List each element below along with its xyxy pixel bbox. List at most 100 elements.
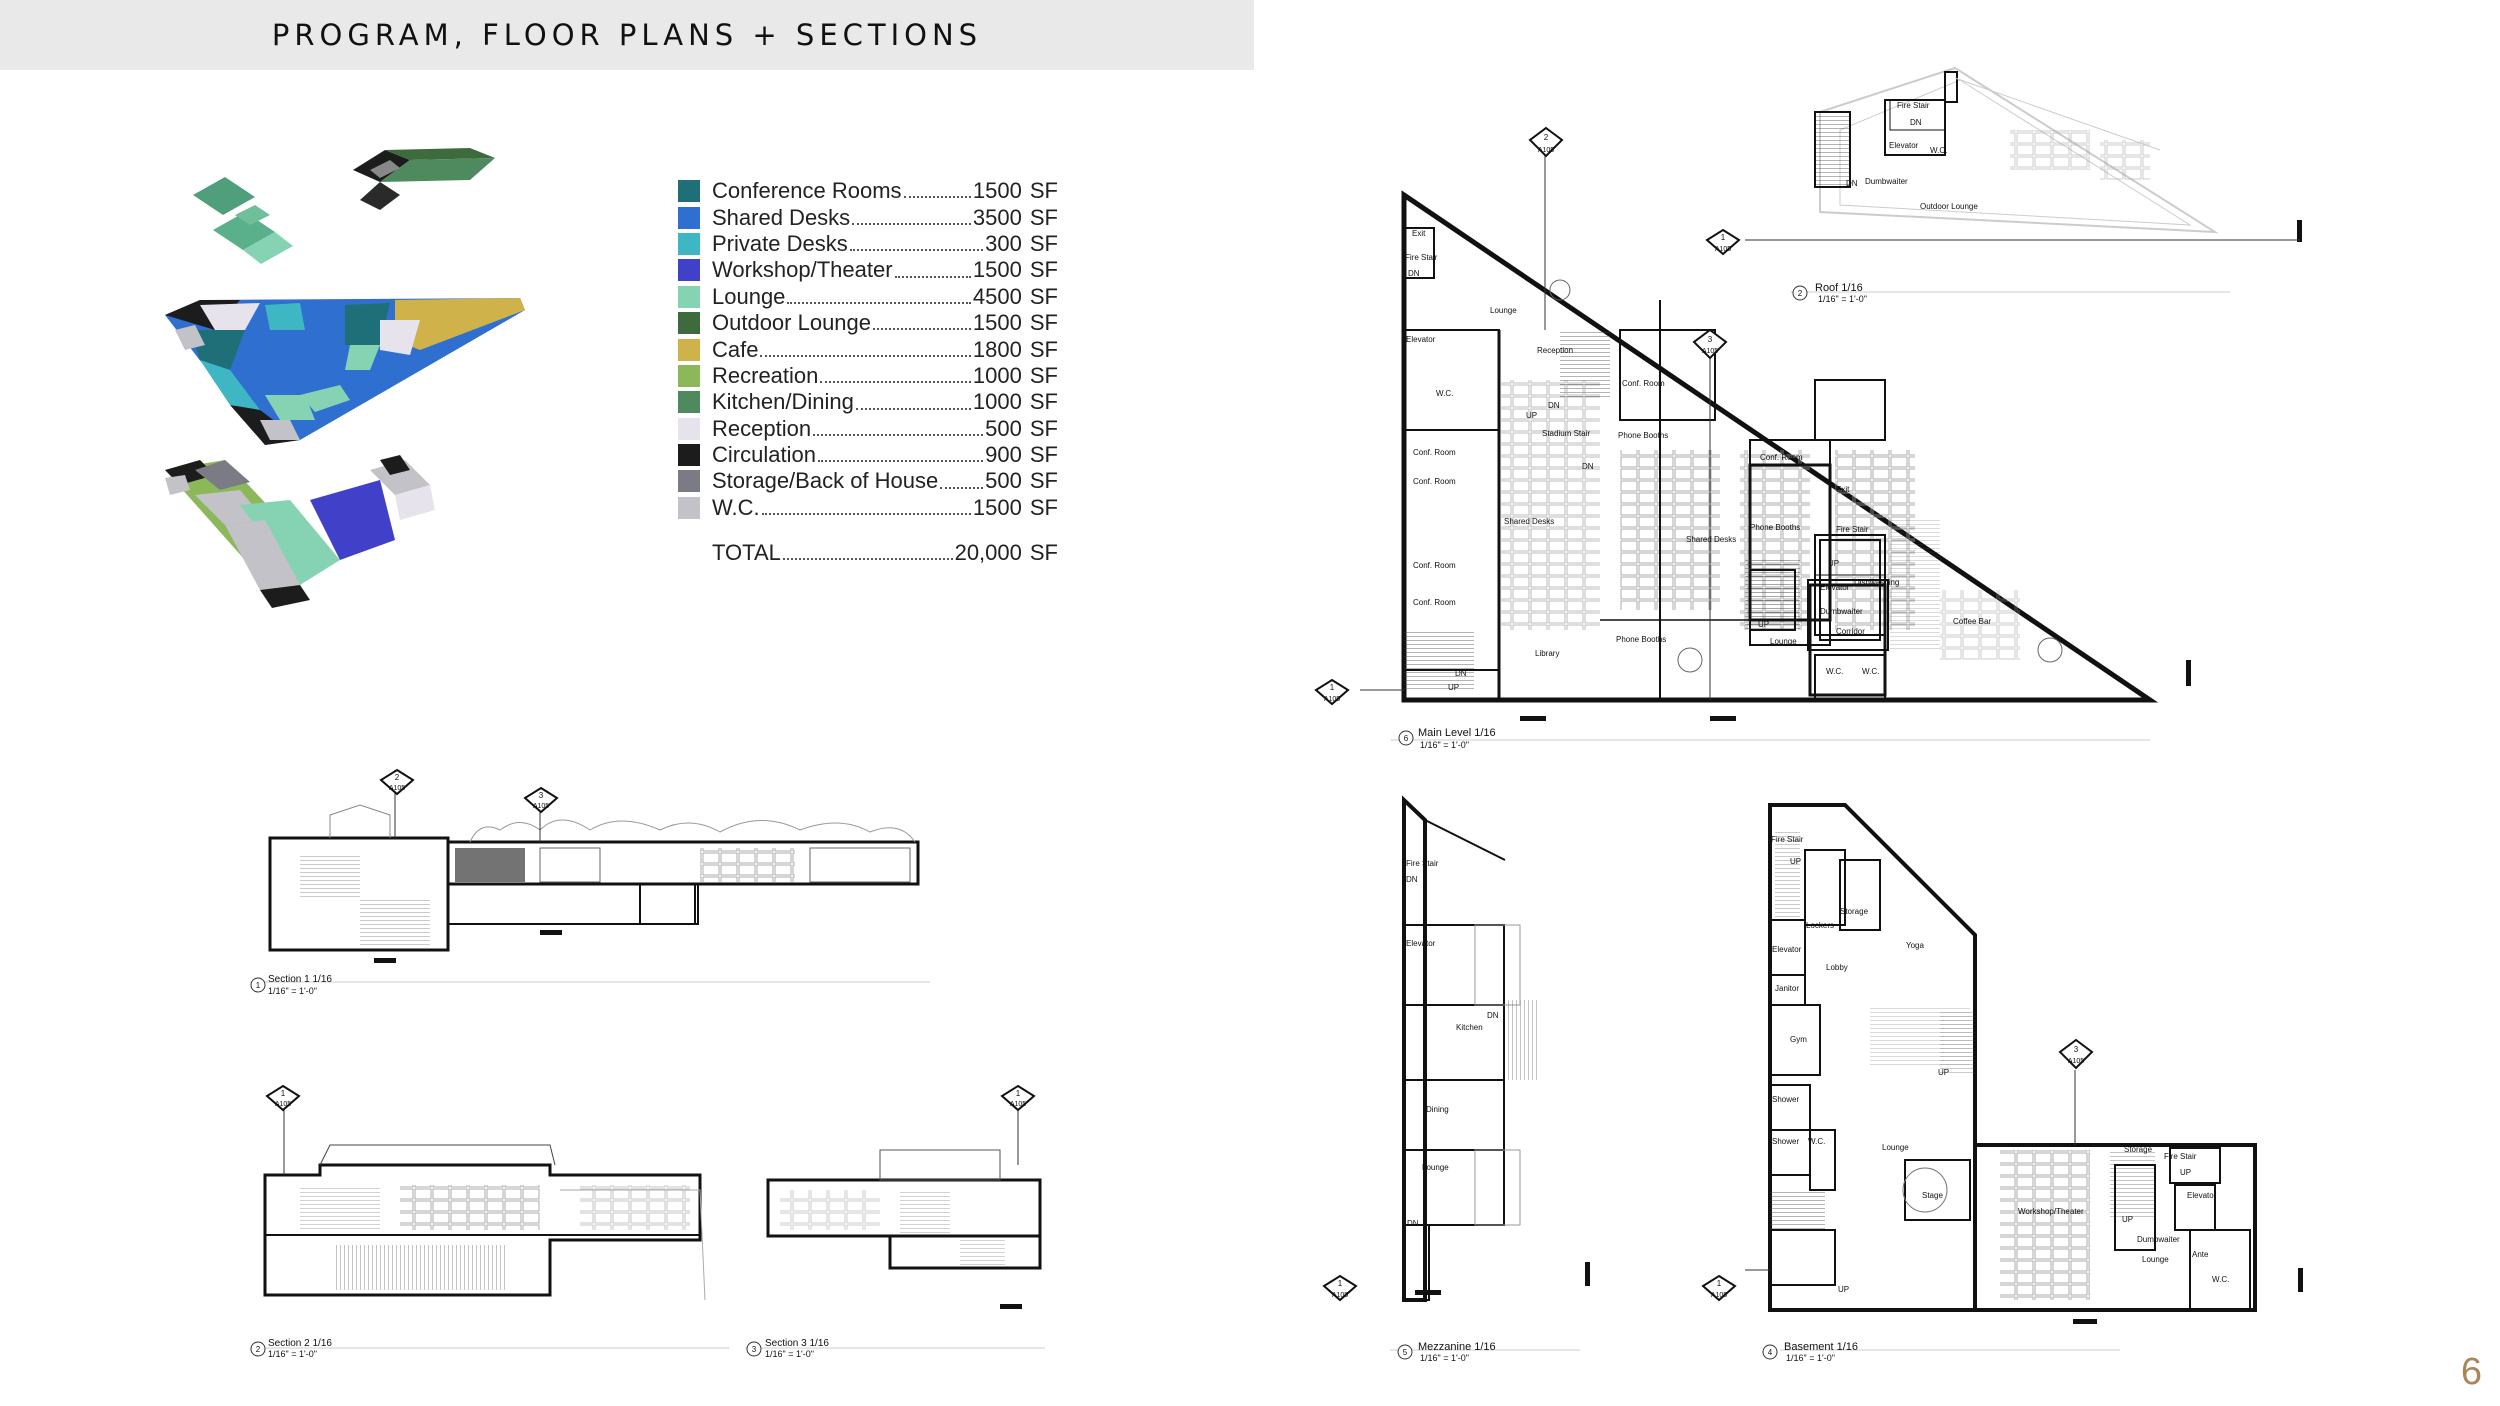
mezzanine-scale: 1/16" = 1'-0" xyxy=(1420,1353,1469,1363)
legend-label: Circulation xyxy=(712,442,816,468)
room-label: Lobby xyxy=(1826,963,1848,972)
room-label: Storage xyxy=(2124,1145,2153,1154)
marker-num: 3 xyxy=(2074,1045,2079,1054)
marker-num: 3 xyxy=(1708,335,1713,344)
marker-num: 1 xyxy=(1338,1279,1343,1288)
main-level-plan xyxy=(1360,140,2191,741)
room-label: Lounge xyxy=(1422,1163,1449,1172)
legend-swatch xyxy=(678,206,700,229)
roof-scale: 1/16" = 1'-0" xyxy=(1818,294,1867,304)
room-label: Conf. Room xyxy=(1413,477,1456,486)
room-label: UP xyxy=(1838,1285,1849,1294)
massing-main-level xyxy=(165,298,525,445)
room-label: Conf. Room xyxy=(1413,561,1456,570)
marker-sheet: A105 xyxy=(1715,246,1731,253)
room-label: Stadium Stair xyxy=(1542,429,1590,438)
room-label: UP xyxy=(2122,1215,2133,1224)
legend-unit: SF xyxy=(1029,336,1058,362)
leader-dots xyxy=(903,196,971,199)
drawing-number: 2 xyxy=(256,1345,261,1354)
program-total: TOTAL 20,000 SF xyxy=(678,540,1058,566)
leader-dots xyxy=(855,407,971,410)
page-number: 6 xyxy=(2460,1351,2482,1393)
room-label: Phone Booths xyxy=(1618,431,1668,440)
room-label: Dumbwaiter xyxy=(1820,607,1863,616)
legend-label: Private Desks xyxy=(712,230,848,256)
room-label: Shower xyxy=(1772,1095,1799,1104)
legend-label: Reception xyxy=(712,415,812,441)
room-label: UP xyxy=(1448,683,1459,692)
room-label: DN xyxy=(1455,669,1467,678)
room-label: Stage xyxy=(1922,1191,1943,1200)
legend-swatch xyxy=(678,259,700,282)
room-label: Outdoor Lounge xyxy=(1920,202,1978,211)
legend-label: W.C. xyxy=(712,494,760,520)
section-1-scale: 1/16" = 1'-0" xyxy=(268,986,317,996)
marker-num: 1 xyxy=(1717,1279,1722,1288)
legend-label: Outdoor Lounge xyxy=(712,310,872,336)
title-bar xyxy=(0,0,1254,70)
legend-value: 1500 xyxy=(972,310,1022,336)
total-unit: SF xyxy=(1029,540,1058,566)
legend-unit: SF xyxy=(1029,310,1058,336)
room-label: Coffee Bar xyxy=(1953,617,1991,626)
room-label: Dumbwaiter xyxy=(1865,177,1908,186)
legend-row: Outdoor Lounge 1500 SF xyxy=(678,310,1058,336)
legend-value: 300 xyxy=(985,230,1022,256)
room-label: Phone Booths xyxy=(1750,523,1800,532)
legend-value: 500 xyxy=(985,468,1022,494)
drawing-number: 2 xyxy=(1798,289,1803,298)
room-label: Fire Stair xyxy=(1405,253,1438,262)
room-label: DN xyxy=(1406,875,1418,884)
room-label: DN xyxy=(1487,1011,1499,1020)
drawing-labels: 2 A105 3 A105 1 A105 1 A105 2 A105 3 A10… xyxy=(256,101,2230,1363)
room-label: Kitchen xyxy=(1456,1023,1483,1032)
legend-label: Workshop/Theater xyxy=(712,257,893,283)
leader-dots xyxy=(782,558,953,561)
marker-sheet: A105 xyxy=(1711,1292,1727,1299)
legend-unit: SF xyxy=(1029,468,1058,494)
room-label: Elevator xyxy=(2187,1191,2217,1200)
legend-value: 1500 xyxy=(972,257,1022,283)
marker-sheet: A105 xyxy=(1010,1101,1026,1108)
leader-dots xyxy=(813,433,984,436)
room-label: UP xyxy=(1790,857,1801,866)
leader-dots xyxy=(852,222,971,225)
legend-label: Shared Desks xyxy=(712,204,851,230)
drawing-number: 3 xyxy=(752,1345,757,1354)
room-label: UP xyxy=(1938,1068,1949,1077)
room-label: Conf. Room xyxy=(1760,453,1803,462)
room-label: W.C. xyxy=(1930,146,1947,155)
legend-swatch xyxy=(678,180,700,203)
legend-swatch xyxy=(678,444,700,467)
marker-sheet: A105 xyxy=(1324,696,1340,703)
leader-dots xyxy=(820,381,971,384)
mezzanine-plan xyxy=(1390,795,1590,1351)
legend-swatch xyxy=(678,338,700,361)
room-label: Elevator xyxy=(1772,945,1802,954)
room-label: Elevator xyxy=(1406,939,1436,948)
legend-value: 1500 xyxy=(972,494,1022,520)
section-markers xyxy=(250,126,2094,1360)
mezzanine-title: Mezzanine 1/16 xyxy=(1418,1341,1496,1353)
leader-dots xyxy=(817,460,984,463)
roof-title: Roof 1/16 xyxy=(1815,282,1863,294)
legend-label: Lounge xyxy=(712,283,786,309)
marker-num: 1 xyxy=(1016,1089,1021,1098)
room-label: Ante xyxy=(2192,1250,2209,1259)
room-label: Elevator xyxy=(1820,583,1850,592)
room-label: Shared Desks xyxy=(1504,517,1554,526)
room-label: Library xyxy=(1535,649,1559,658)
room-label: Dishwashing xyxy=(1854,578,1899,587)
room-label: Elevator xyxy=(1889,141,1919,150)
room-label: UP xyxy=(2180,1168,2191,1177)
room-label: Exit xyxy=(1836,485,1850,494)
legend-value: 900 xyxy=(985,442,1022,468)
